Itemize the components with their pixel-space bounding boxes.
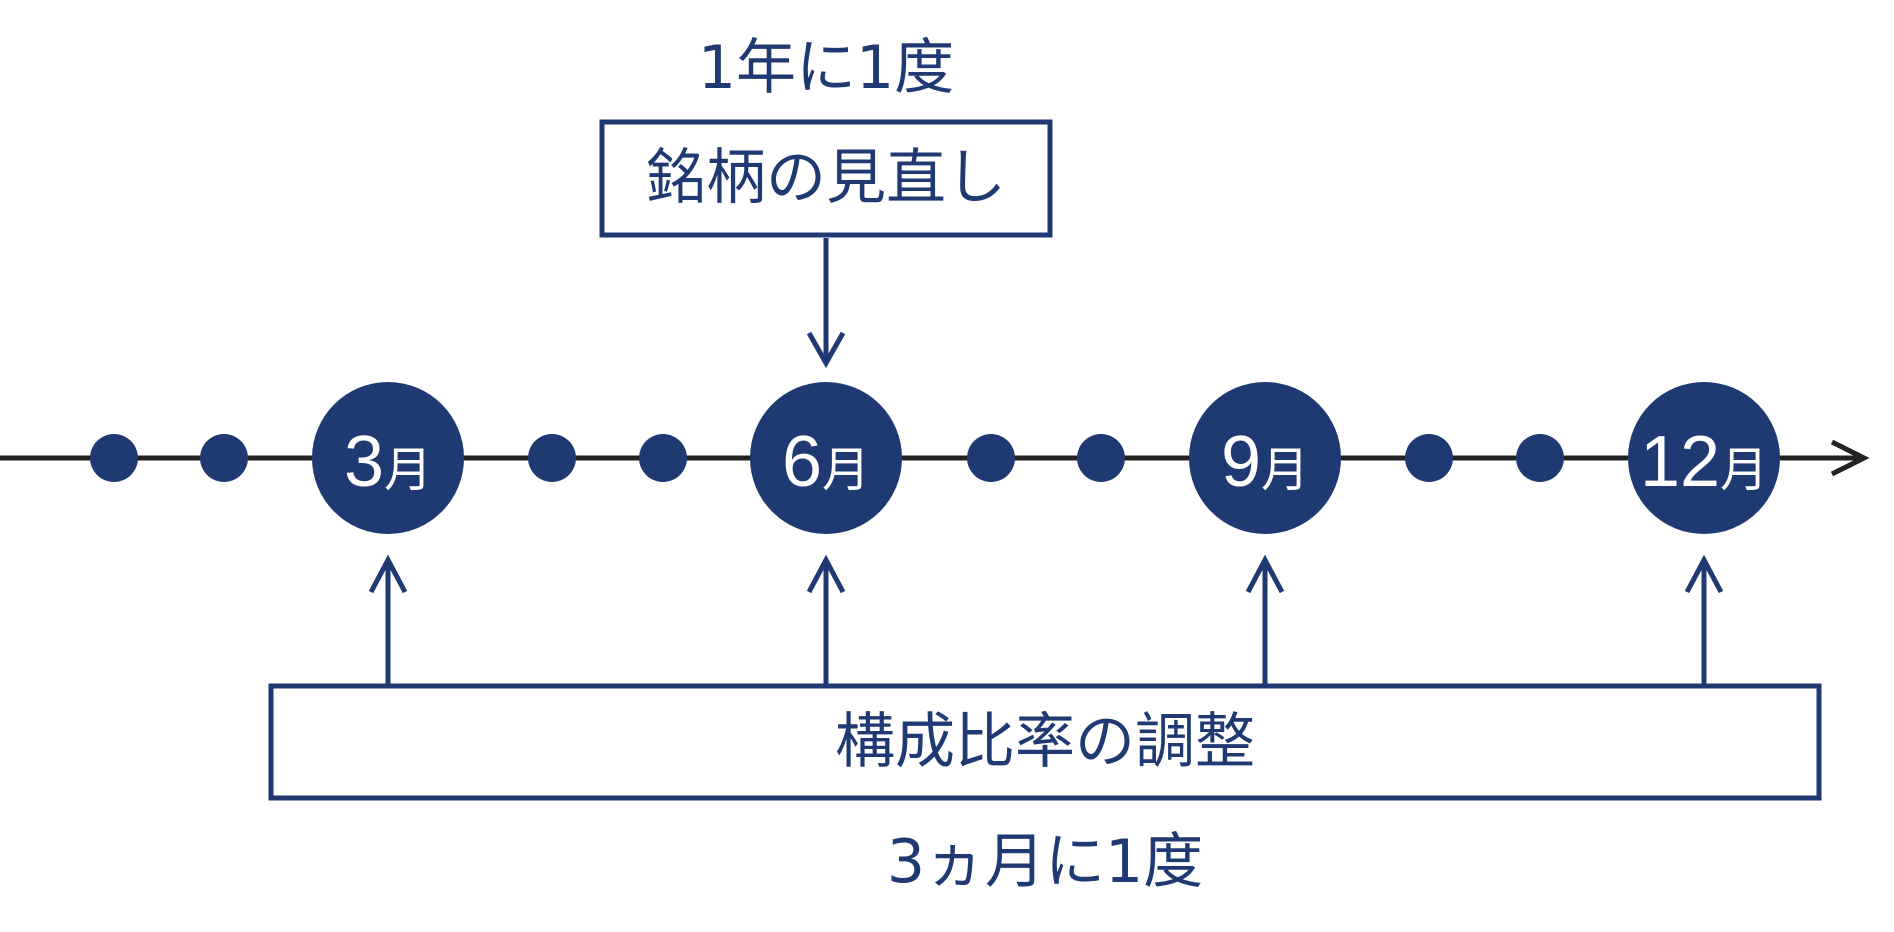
month-number: 12 (1640, 422, 1720, 502)
right-arrow-icon (1830, 439, 1870, 477)
up-arrow-icon (806, 554, 846, 686)
timeline-dot (200, 434, 248, 482)
up-arrow-icon (1245, 554, 1285, 686)
timeline-dot (1405, 434, 1453, 482)
month-unit: 月 (1720, 442, 1768, 498)
month-unit: 月 (1261, 442, 1309, 498)
allocation-adjust-box: 構成比率の調整 (268, 683, 1822, 801)
bottom-frequency-label: 3ヵ月に1度 (887, 827, 1203, 897)
svg-text:9月: 9月 (1221, 422, 1309, 502)
timeline-small-dots (90, 434, 1564, 482)
timeline-dot (1077, 434, 1125, 482)
month-node-9: 9月 (1189, 382, 1341, 534)
stock-review-label: 銘柄の見直し (646, 143, 1006, 213)
svg-text:3月: 3月 (344, 422, 432, 502)
timeline-dot (1516, 434, 1564, 482)
month-node-3: 3月 (312, 382, 464, 534)
month-node-12: 12月 (1628, 382, 1780, 534)
timeline-dot (967, 434, 1015, 482)
allocation-adjust-label: 構成比率の調整 (835, 707, 1255, 777)
timeline-dot (90, 434, 138, 482)
timeline-dot (528, 434, 576, 482)
svg-text:6月: 6月 (782, 422, 870, 502)
down-arrow-icon (806, 238, 846, 369)
month-number: 3 (344, 422, 384, 502)
stock-review-box: 銘柄の見直し (599, 119, 1053, 238)
month-node-6: 6月 (750, 382, 902, 534)
up-arrow-icon (368, 554, 408, 686)
month-unit: 月 (822, 442, 870, 498)
svg-text:12月: 12月 (1640, 422, 1768, 502)
up-arrow-icon (1684, 554, 1724, 686)
month-unit: 月 (384, 442, 432, 498)
timeline-dot (639, 434, 687, 482)
month-number: 6 (782, 422, 822, 502)
month-number: 9 (1221, 422, 1261, 502)
top-frequency-label: 1年に1度 (698, 33, 954, 103)
